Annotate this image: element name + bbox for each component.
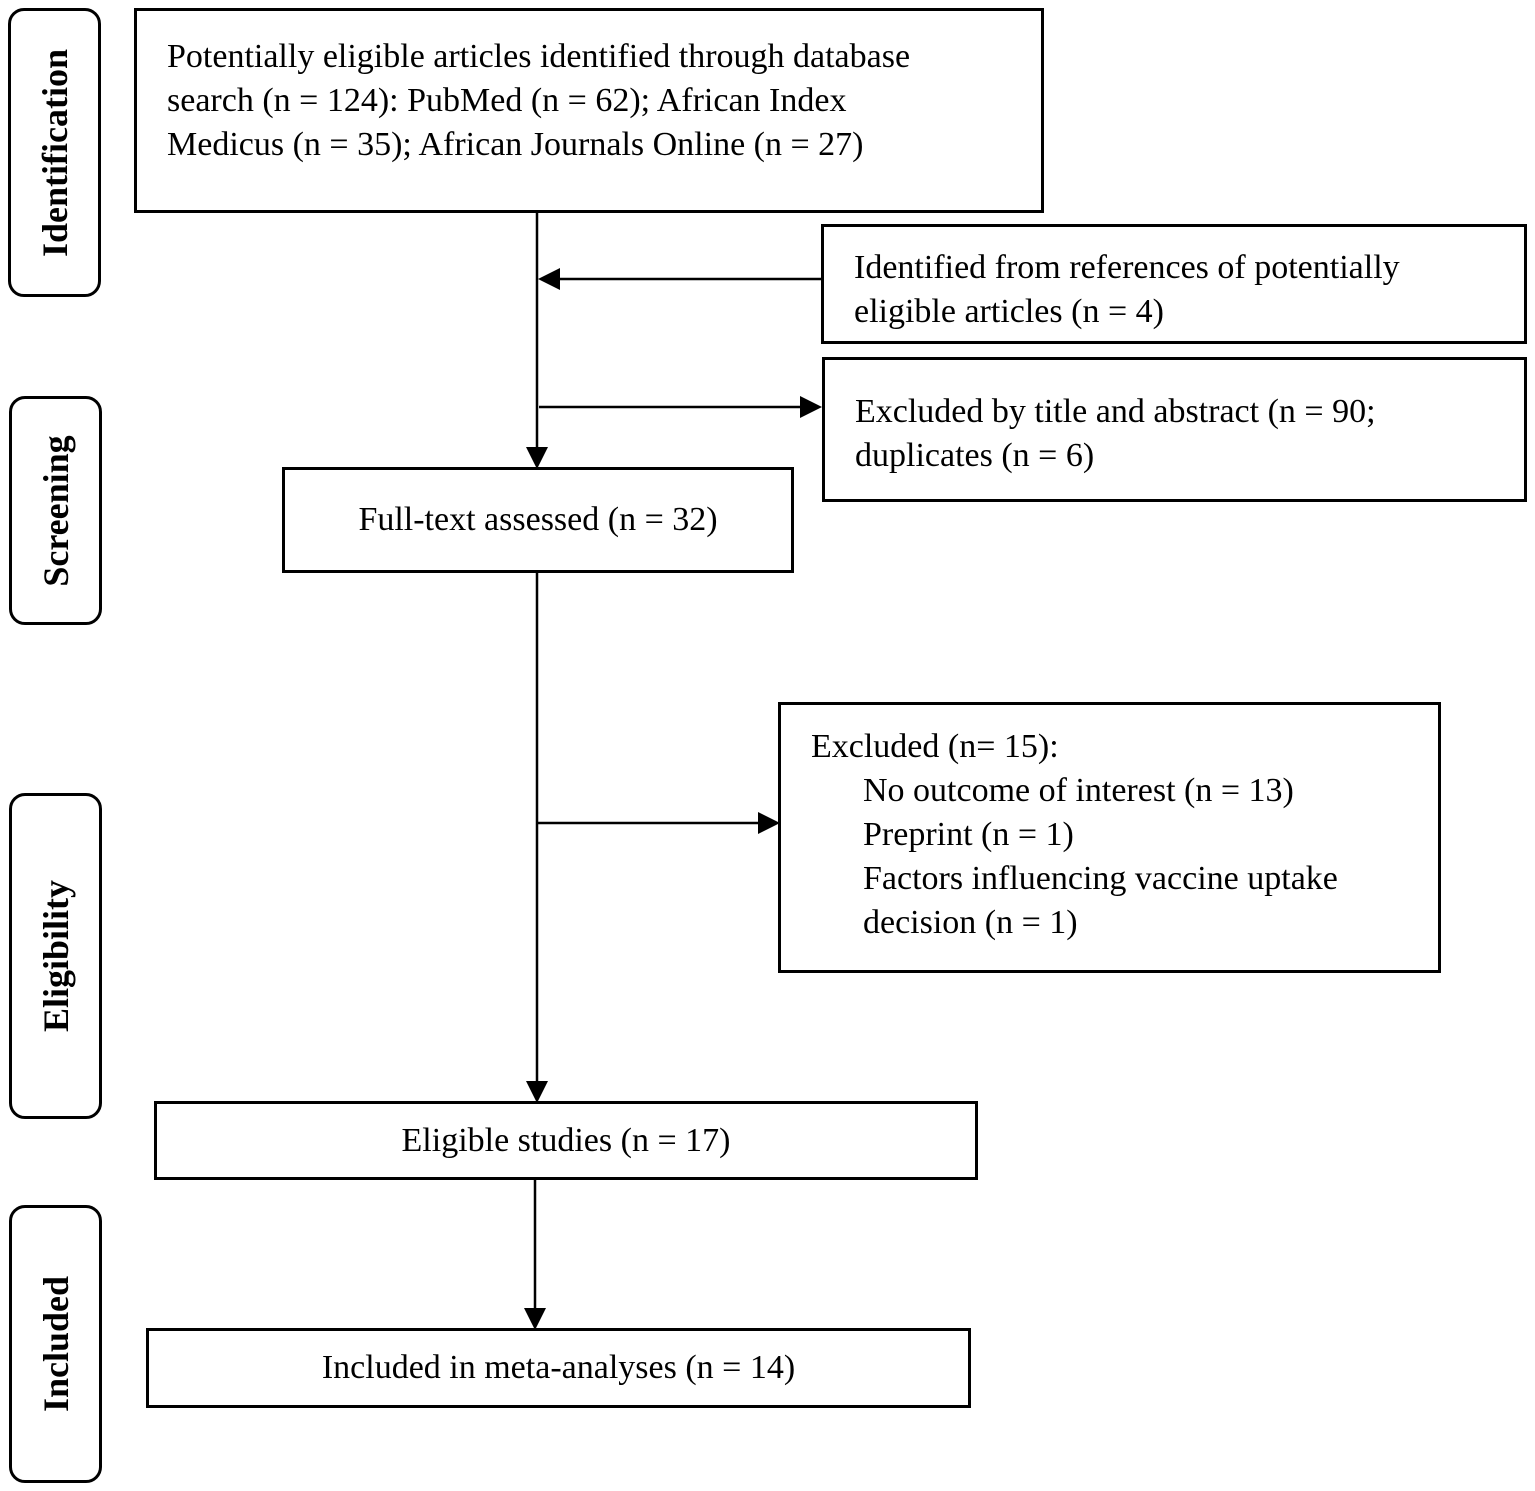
arrowhead-eligible <box>526 1081 548 1103</box>
arrowhead-excluded-title <box>800 396 822 418</box>
eligible-studies-text: Eligible studies (n = 17) <box>401 1121 731 1159</box>
included-meta-analyses-box: Included in meta-analyses (n = 14) <box>146 1328 971 1408</box>
arrowhead-references <box>538 268 560 290</box>
references-line-2: eligible articles (n = 4) <box>854 293 1164 330</box>
excluded-full-text-box: Excluded (n= 15): No outcome of interest… <box>778 702 1441 973</box>
database-search-line-3: Medicus (n = 35); African Journals Onlin… <box>167 126 864 163</box>
excluded-full-heading: Excluded (n= 15): <box>811 728 1059 765</box>
arrowhead-excluded-full <box>758 812 780 834</box>
excluded-title-line-1: Excluded by title and abstract (n = 90; <box>855 393 1376 430</box>
excluded-title-abstract-box: Excluded by title and abstract (n = 90; … <box>822 357 1527 502</box>
references-box: Identified from references of potentiall… <box>821 224 1527 344</box>
arrowhead-fulltext <box>526 447 548 469</box>
references-line-1: Identified from references of potentiall… <box>854 249 1400 286</box>
database-search-line-1: Potentially eligible articles identified… <box>167 38 911 75</box>
excluded-reason-no-outcome: No outcome of interest (n = 13) <box>863 772 1294 809</box>
arrowhead-included <box>524 1308 546 1330</box>
excluded-reason-factors-cont: decision (n = 1) <box>863 904 1078 941</box>
stage-eligibility: Eligibility <box>9 793 102 1119</box>
excluded-reason-factors: Factors influencing vaccine uptake <box>863 860 1338 897</box>
database-search-box: Potentially eligible articles identified… <box>134 8 1044 213</box>
excluded-title-line-2: duplicates (n = 6) <box>855 437 1095 474</box>
eligible-studies-box: Eligible studies (n = 17) <box>154 1101 978 1180</box>
full-text-assessed-text: Full-text assessed (n = 32) <box>358 501 718 538</box>
excluded-reason-preprint: Preprint (n = 1) <box>863 816 1074 853</box>
stage-identification: Identification <box>8 8 101 297</box>
included-meta-analyses-text: Included in meta-analyses (n = 14) <box>321 1349 796 1386</box>
stage-included: Included <box>9 1205 102 1483</box>
database-search-line-2: search (n = 124): PubMed (n = 62); Afric… <box>167 82 847 119</box>
full-text-assessed-box: Full-text assessed (n = 32) <box>282 467 794 573</box>
stage-screening: Screening <box>9 396 102 625</box>
